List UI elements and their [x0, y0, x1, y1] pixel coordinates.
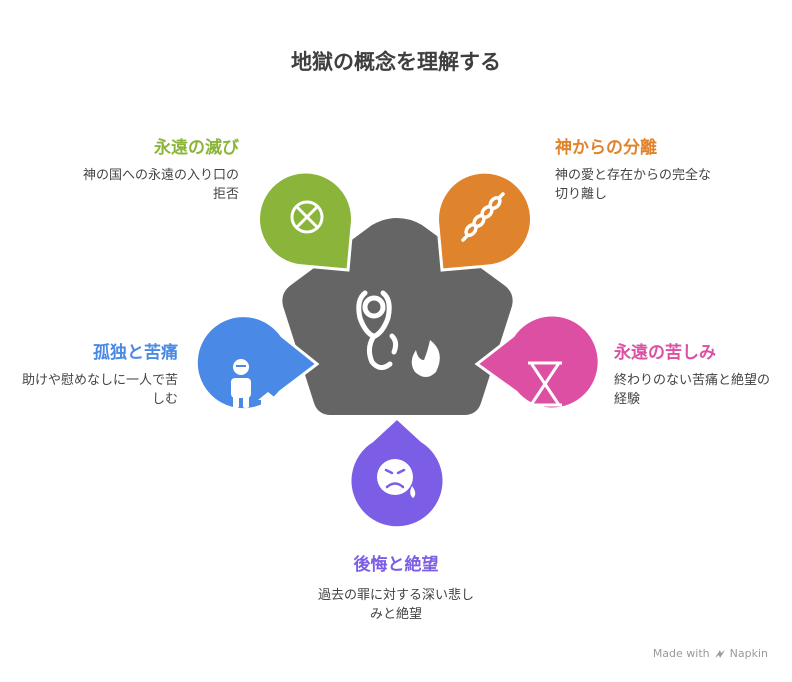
petal-loneliness	[194, 314, 320, 412]
heading-eternal-destruction: 永遠の滅び	[154, 138, 239, 158]
flame-shape	[411, 340, 440, 377]
napkin-logo-icon	[714, 649, 725, 658]
sad-face-tear-icon	[377, 459, 416, 498]
desc-eternal-destruction: 神の国への永遠の入り口の拒否	[82, 168, 239, 202]
page-title: 地獄の概念を理解する	[291, 50, 501, 74]
desc-separation: 神の愛と存在からの完全な切り離し	[555, 168, 712, 202]
heading-regret: 後悔と絶望	[353, 555, 439, 575]
petal-eternal-destruction	[257, 170, 355, 272]
hourglass-icon	[528, 361, 562, 407]
desc-eternal-suffering: 終わりのない苦痛と絶望の経験	[614, 373, 771, 407]
desc-regret: 過去の罪に対する深い悲しみと絶望	[317, 588, 474, 622]
footer-brand: Napkin	[729, 647, 768, 660]
figure-with-flames-icon	[356, 290, 399, 370]
footer-attribution[interactable]: Made with Napkin	[653, 647, 768, 660]
heading-eternal-suffering: 永遠の苦しみ	[614, 343, 716, 363]
footer-label: Made with	[652, 647, 710, 660]
x-circle-icon	[290, 200, 324, 234]
broken-chain-icon	[461, 192, 505, 242]
desc-loneliness: 助けや慰めなしに一人で苦しむ	[21, 373, 178, 407]
heading-separation: 神からの分離	[555, 138, 657, 158]
heading-loneliness: 孤独と苦痛	[93, 343, 178, 363]
